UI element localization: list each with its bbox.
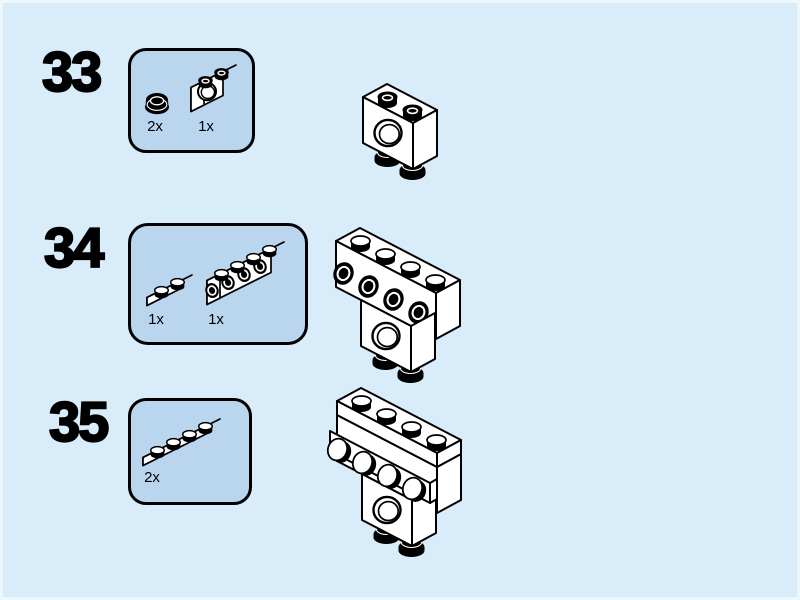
step-33-number: 33 — [41, 40, 104, 103]
step-34-part-count-plate-1x2: 1x — [148, 311, 164, 328]
step-35-parts-box — [128, 398, 252, 505]
step-35-number: 35 — [48, 390, 111, 453]
step-33-part-count-technic-brick: 1x — [198, 118, 214, 135]
step-35-assembly-illustration — [326, 387, 462, 557]
step-33-parts-box — [128, 48, 255, 153]
step-33-assembly-illustration — [362, 83, 438, 180]
step-33-part-count-round-plate: 2x — [147, 118, 163, 135]
step-34-part-count-brick-1x4: 1x — [208, 311, 224, 328]
step-34-number: 34 — [43, 216, 106, 279]
step-34-assembly-illustration — [333, 227, 461, 383]
step-35-part-count-plate-1x4: 2x — [144, 469, 160, 486]
